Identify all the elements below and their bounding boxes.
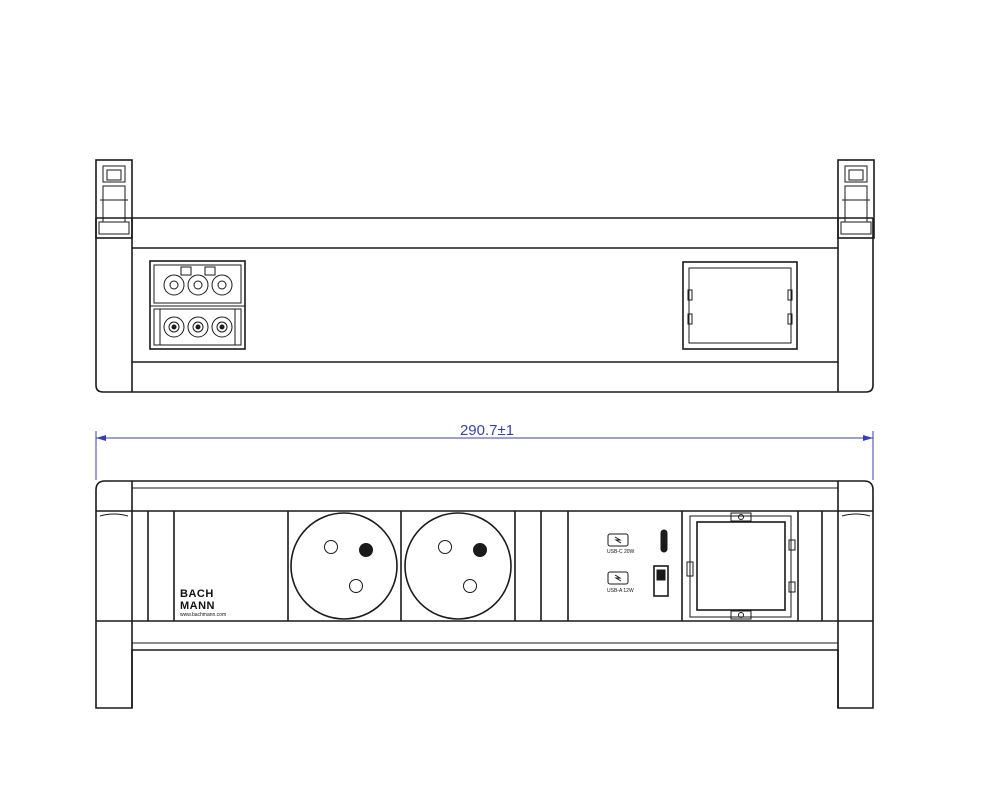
usb-c-label: USB-C 20W <box>607 549 635 555</box>
usb-a-charge-icon <box>607 571 629 585</box>
usb-charger-module: USB-C 20W USB-A 12W <box>607 529 669 597</box>
width-dimension: 290.7±1 <box>95 422 874 480</box>
right-clamp <box>837 159 875 239</box>
brand-logo-line2: MANN <box>180 600 215 612</box>
brand-logo-line1: BACH <box>180 588 214 600</box>
rear-view <box>95 159 875 393</box>
rear-body-outline <box>95 218 874 393</box>
front-view: BACH MANN www.bachmann.com USB-C 20W <box>95 480 874 709</box>
usb-a-label: USB-A 12W <box>607 588 634 594</box>
module-frame <box>686 512 796 620</box>
usb-a-port <box>653 565 669 597</box>
power-inlet-connector <box>149 260 246 350</box>
brand-website: www.bachmann.com <box>180 612 226 618</box>
left-clamp <box>95 159 133 239</box>
usb-c-charge-icon <box>607 533 629 547</box>
power-socket-2 <box>404 512 512 620</box>
width-dimension-label: 290.7±1 <box>460 422 514 439</box>
rear-module-frame <box>682 261 798 350</box>
usb-c-port <box>660 529 668 553</box>
brand-module: BACH MANN www.bachmann.com <box>180 588 226 618</box>
power-socket-1 <box>290 512 398 620</box>
